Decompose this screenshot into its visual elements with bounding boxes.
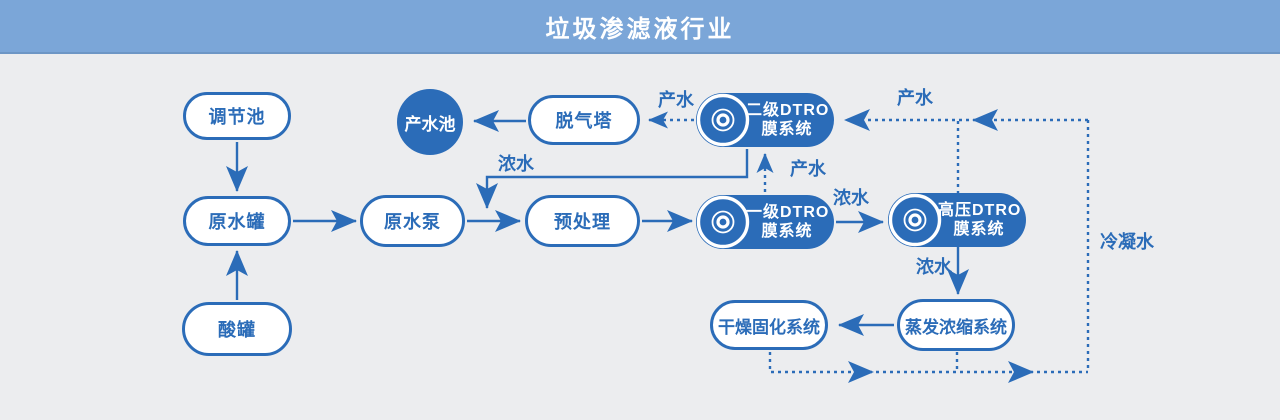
- membrane-disc-icon: [888, 193, 942, 247]
- arrowhead-bottom-mid1: [848, 361, 874, 383]
- label-product-water-recycle: 产水: [897, 88, 933, 108]
- page-title: 垃圾渗滤液行业: [545, 15, 735, 43]
- node-label: 干燥固化系统: [718, 317, 820, 337]
- membrane-disc-icon: [696, 195, 750, 249]
- node-label: 二级DTRO 膜系统: [746, 101, 830, 138]
- node-label: 脱气塔: [555, 111, 613, 131]
- node-label: 酸罐: [218, 320, 256, 340]
- node-product-water-pool: 产水池: [397, 89, 463, 155]
- node-drying-solidification: 干燥固化系统: [710, 300, 828, 350]
- node-acid-tank: 酸罐: [182, 302, 292, 356]
- membrane-disc-icon: [696, 93, 750, 147]
- line-drying-condensate: [768, 352, 1088, 374]
- node-dtro-stage1: 一级DTRO 膜系统: [696, 195, 834, 249]
- label-condensate: 冷凝水: [1100, 232, 1154, 252]
- node-label: 原水泵: [384, 212, 441, 232]
- node-pretreatment: 预处理: [525, 195, 640, 247]
- label-concentrate-hp: 浓水: [916, 257, 952, 277]
- arrowhead-recycle-mid: [972, 109, 998, 131]
- label-product-water-stage2: 产水: [658, 90, 694, 110]
- node-degassing-tower: 脱气塔: [528, 95, 640, 145]
- node-dtro-high-pressure: 高压DTRO 膜系统: [888, 193, 1026, 247]
- line-stage2-concentrate-return: [476, 149, 749, 209]
- node-label: 蒸发浓缩系统: [905, 317, 1007, 337]
- node-label: 一级DTRO 膜系统: [746, 203, 830, 240]
- node-evaporation-concentration: 蒸发浓缩系统: [897, 299, 1015, 351]
- header-bar: 垃圾渗滤液行业: [0, 0, 1280, 54]
- node-label: 产水池: [404, 114, 456, 134]
- node-adjust-pool: 调节池: [183, 92, 291, 140]
- label-concentrate-stage1: 浓水: [833, 188, 869, 208]
- node-label: 预处理: [554, 212, 611, 232]
- node-raw-water-tank: 原水罐: [183, 196, 291, 246]
- label-concentrate-return: 浓水: [498, 154, 534, 174]
- arrowhead-bottom-mid2: [1008, 361, 1034, 383]
- node-label: 高压DTRO 膜系统: [938, 201, 1022, 238]
- node-dtro-stage2: 二级DTRO 膜系统: [696, 93, 834, 147]
- node-raw-water-pump: 原水泵: [360, 195, 465, 247]
- node-label: 调节池: [208, 107, 266, 127]
- label-product-water-stage1: 产水: [790, 159, 826, 179]
- node-label: 原水罐: [208, 212, 266, 232]
